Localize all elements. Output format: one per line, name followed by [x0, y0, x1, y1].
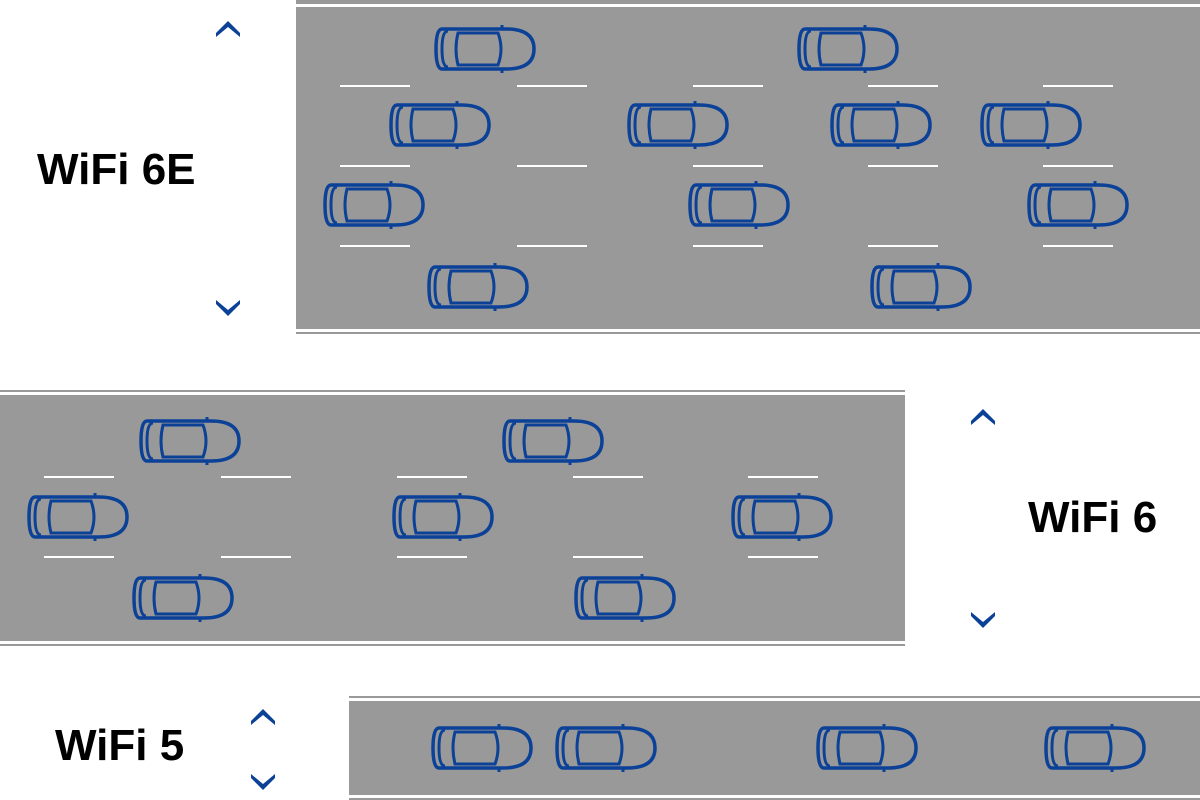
label-wifi-5: WiFi 5 — [55, 721, 185, 770]
lane-markings — [44, 476, 818, 558]
chevron-down-icon — [971, 612, 995, 628]
chevron-down-icon — [216, 300, 240, 316]
road-wifi-5 — [349, 696, 1200, 800]
lane-markings — [340, 85, 1113, 247]
road-wifi-6e — [296, 0, 1200, 334]
chevron-up-icon — [216, 21, 240, 37]
road-wifi-6 — [0, 390, 905, 646]
label-wifi-6: WiFi 6 — [1028, 493, 1158, 542]
chevron-down-icon — [251, 774, 275, 790]
chevron-up-icon — [971, 409, 995, 425]
label-wifi-6e: WiFi 6E — [37, 145, 196, 194]
chevron-up-icon — [251, 709, 275, 725]
